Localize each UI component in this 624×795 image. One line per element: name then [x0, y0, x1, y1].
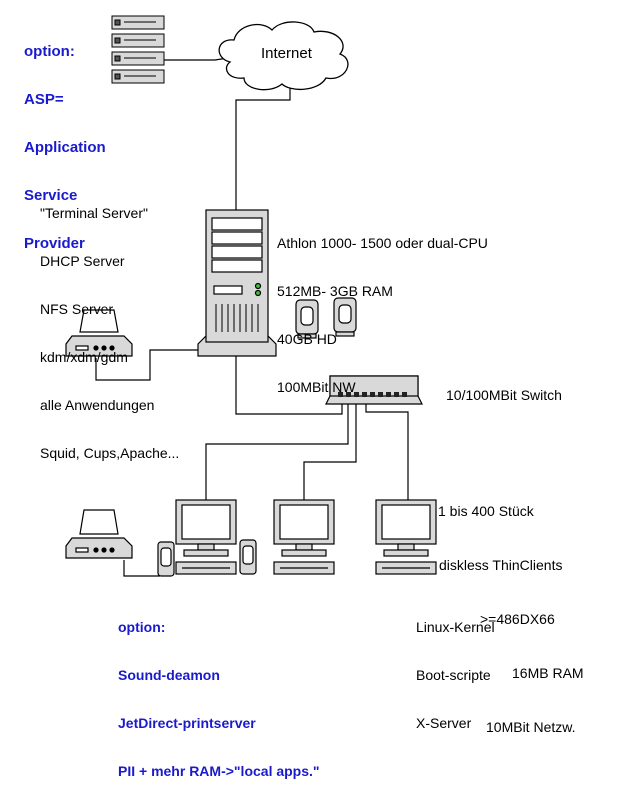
- asp-option-note: option: ASP= Application Service Provide…: [24, 12, 106, 268]
- client-software-line: Boot-scripte: [416, 667, 491, 683]
- keyboard-icon: [273, 561, 335, 575]
- thin-client-line: diskless ThinClients: [439, 557, 563, 573]
- server-to-switch-line: [235, 356, 343, 415]
- thin-client-workstation: [375, 499, 437, 575]
- client-software-line: Linux-Kernel: [416, 619, 495, 635]
- asp-note-line: ASP=: [24, 91, 64, 108]
- server-roles-list: "Terminal Server" DHCP Server NFS Server…: [40, 173, 179, 477]
- network-switch-icon: [325, 375, 423, 405]
- thin-client-line: 1 bis 400 Stück: [438, 503, 534, 519]
- server-vents: [215, 304, 259, 332]
- speaker-icon: [295, 299, 319, 339]
- client-option-note: option: Sound-deamon JetDirect-printserv…: [118, 587, 320, 795]
- tower-server-icon: [197, 209, 277, 357]
- asp-note-line: option:: [24, 43, 75, 60]
- speaker-icon: [239, 539, 257, 575]
- monitor-icon: [375, 499, 437, 557]
- switch-label: 10/100MBit Switch: [446, 387, 562, 403]
- rack-to-internet-line: [164, 57, 229, 61]
- server-rack-icon: [111, 15, 165, 84]
- server-role-line: alle Anwendungen: [40, 397, 155, 413]
- speaker-icon: [157, 541, 175, 577]
- server-spec-line: 100MBit NW: [277, 379, 356, 395]
- client-option-line: Sound-deamon: [118, 667, 220, 683]
- switch-to-client3-line: [365, 404, 409, 502]
- printer-icon: [65, 509, 133, 559]
- server-specs-list: Athlon 1000- 1500 oder dual-CPU 512MB- 3…: [277, 203, 488, 411]
- internet-to-server-line: [235, 86, 291, 212]
- server-role-line: "Terminal Server": [40, 205, 148, 221]
- keyboard-icon: [175, 561, 237, 575]
- rack-unit: [111, 33, 165, 48]
- rack-unit: [111, 51, 165, 66]
- client-option-line: option:: [118, 619, 166, 635]
- rack-unit: [111, 15, 165, 30]
- switch-to-client1-line: [205, 404, 349, 502]
- rack-unit: [111, 69, 165, 84]
- internet-label: Internet: [261, 45, 312, 62]
- client-to-printer-line: [123, 560, 160, 577]
- thin-client-line: >=486DX66: [480, 611, 555, 627]
- server-role-line: DHCP Server: [40, 253, 125, 269]
- speaker-icon: [333, 297, 357, 337]
- cloud-icon: [218, 21, 349, 91]
- thin-client-workstation: [157, 499, 257, 577]
- printer-icon: [65, 309, 133, 357]
- client-option-line: JetDirect-printserver: [118, 715, 256, 731]
- server-spec-line: 512MB- 3GB RAM: [277, 283, 393, 299]
- server-spec-line: Athlon 1000- 1500 oder dual-CPU: [277, 235, 488, 251]
- keyboard-icon: [375, 561, 437, 575]
- client-software-line: X-Server: [416, 715, 472, 731]
- thin-client-workstation: [273, 499, 335, 575]
- client-option-line: PII + mehr RAM->"local apps.": [118, 763, 320, 779]
- monitor-icon: [273, 499, 335, 557]
- asp-note-line: Application: [24, 139, 106, 156]
- switch-to-client2-line: [303, 404, 357, 502]
- asp-note-line: Provider: [24, 235, 85, 252]
- client-software-list: Linux-Kernel Boot-scripte X-Server: [416, 587, 495, 747]
- monitor-icon: [175, 499, 237, 557]
- server-role-line: kdm/xdm/gdm: [40, 349, 128, 365]
- server-role-line: Squid, Cups,Apache...: [40, 445, 180, 461]
- asp-note-line: Service: [24, 187, 78, 204]
- network-diagram: [65, 15, 437, 577]
- thin-clients-note: 1 bis 400 Stück diskless ThinClients >=4…: [436, 466, 584, 754]
- server-spec-line: 40GB HD: [277, 331, 337, 347]
- server-role-line: NFS Server: [40, 301, 114, 317]
